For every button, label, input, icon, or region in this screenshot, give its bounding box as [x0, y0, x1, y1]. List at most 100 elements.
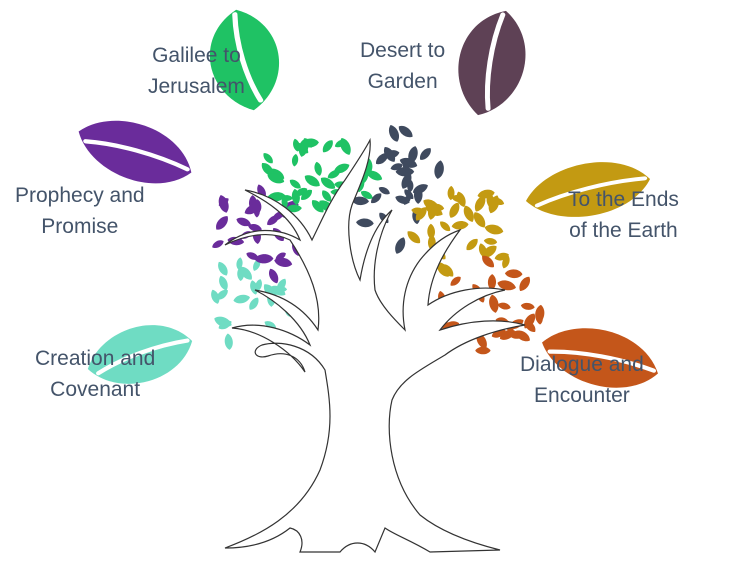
canopy-leaf-navy: [398, 125, 413, 138]
canopy-leaf-green: [301, 189, 312, 200]
label-line: Covenant: [50, 378, 141, 401]
label-line: Creation and: [35, 347, 156, 370]
canopy-leaf-navy: [434, 160, 444, 179]
canopy-leaf-green: [263, 153, 273, 164]
canopy-leaf-purple: [254, 254, 274, 264]
canopy-leaf-orange: [475, 346, 491, 355]
canopy-leaf-gold: [411, 207, 426, 215]
canopy-leaf-gold: [488, 195, 500, 214]
canopy-leaf-green: [304, 175, 320, 187]
canopy-leaf-purple: [268, 268, 279, 284]
canopy-leaf-gold: [436, 262, 450, 277]
leaf-vein: [534, 176, 648, 208]
canopy-leaf-navy: [413, 186, 423, 204]
canopy-leaf-orange: [487, 274, 496, 291]
leaf-vein: [83, 139, 190, 172]
leaf-desert: [458, 10, 526, 116]
canopy-leaf-orange: [519, 276, 530, 291]
canopy-leaf-navy: [404, 189, 414, 199]
canopy-leaf-purple: [216, 216, 228, 230]
canopy-leaf-orange: [497, 302, 511, 310]
canopy-leaf-orange: [482, 255, 494, 268]
canopy-leaf-purple: [218, 195, 229, 213]
canopy-leaf-purple: [244, 204, 260, 215]
label-line: Encounter: [534, 384, 630, 407]
canopy-leaf-purple: [248, 224, 262, 232]
canopy-leaf-navy: [356, 218, 374, 228]
canopy-leaf-gold: [482, 245, 497, 258]
canopy-leaf-gold: [456, 191, 466, 207]
leaf-ends: [525, 162, 651, 217]
canopy-leaf-teal: [216, 289, 228, 300]
canopy-leaf-orange: [535, 304, 545, 324]
canopy-leaf-purple: [212, 240, 224, 248]
canopy-leaf-navy: [378, 187, 390, 195]
canopy-leaf-green: [289, 179, 301, 189]
canopy-leaf-navy: [402, 160, 410, 173]
canopy-leaf-orange: [524, 320, 536, 332]
label-line: of the Earth: [569, 219, 678, 242]
canopy-leaf-teal: [249, 297, 259, 310]
label-line: Galilee to: [152, 44, 241, 67]
leaf-vein: [547, 349, 657, 373]
canopy-leaf-teal: [255, 279, 262, 292]
label-line: To the Ends: [568, 188, 679, 211]
canopy-leaf-orange: [489, 294, 499, 313]
leaf-vein: [232, 12, 264, 103]
canopy-leaf-navy: [371, 193, 382, 204]
canopy-leaf-green: [322, 140, 333, 153]
canopy-leaf-gold: [440, 221, 451, 232]
canopy-leaf-gold: [473, 212, 486, 228]
canopy-leaf-gold: [451, 221, 469, 230]
label-line: Promise: [41, 215, 119, 238]
canopy-leaf-navy: [403, 194, 411, 205]
leaf-creation: [87, 325, 193, 384]
canopy-leaf-navy: [376, 153, 389, 165]
canopy-leaf-green: [261, 163, 274, 176]
canopy-leaf-teal: [277, 278, 286, 292]
label-line: Dialogue and: [520, 353, 644, 376]
leaf-prophecy: [78, 120, 192, 184]
canopy-leaf-teal: [219, 275, 228, 291]
leaf-vein: [96, 338, 190, 376]
canopy-leaf-green: [311, 200, 324, 213]
canopy-leaf-gold: [483, 238, 498, 245]
canopy-leaf-green: [334, 139, 347, 148]
canopy-leaf-navy: [401, 172, 412, 189]
canopy-leaf-gold: [466, 238, 478, 251]
canopy-leaf-teal: [233, 294, 250, 304]
canopy-leaf-teal: [240, 266, 252, 280]
canopy-leaf-green: [286, 204, 302, 213]
canopy-leaf-navy: [351, 196, 370, 206]
canopy-leaf-navy: [388, 124, 400, 142]
canopy-leaf-green: [320, 177, 336, 189]
canopy-leaf-navy: [408, 146, 418, 164]
canopy-leaf-gold: [407, 231, 421, 244]
leaf-galilee: [209, 9, 279, 111]
canopy-leaf-orange: [450, 276, 461, 286]
label-line: Prophecy and: [15, 184, 145, 207]
canopy-leaf-navy: [419, 148, 431, 160]
label-to-the-ends-of-the-earth: To the Ends of the Earth: [568, 184, 679, 246]
canopy-leaf-purple: [236, 217, 251, 227]
canopy-leaf-teal: [211, 289, 220, 304]
label-line: Garden: [367, 70, 438, 93]
canopy-leaf-gold: [449, 202, 460, 218]
canopy-leaf-teal: [224, 333, 233, 350]
canopy-leaf-gold: [484, 224, 504, 235]
canopy-leaf-gold: [502, 255, 510, 269]
canopy-leaf-teal: [218, 261, 228, 276]
leaf-vein: [484, 12, 506, 111]
canopy-leaf-green: [291, 188, 300, 205]
canopy-leaf-green: [322, 190, 332, 202]
label-desert-to-garden: Desert to Garden: [360, 35, 445, 97]
label-line: Desert to: [360, 39, 446, 62]
canopy-leaf-gold: [474, 195, 486, 212]
canopy-leaf-orange: [508, 331, 525, 339]
canopy-leaf-navy: [390, 163, 403, 171]
